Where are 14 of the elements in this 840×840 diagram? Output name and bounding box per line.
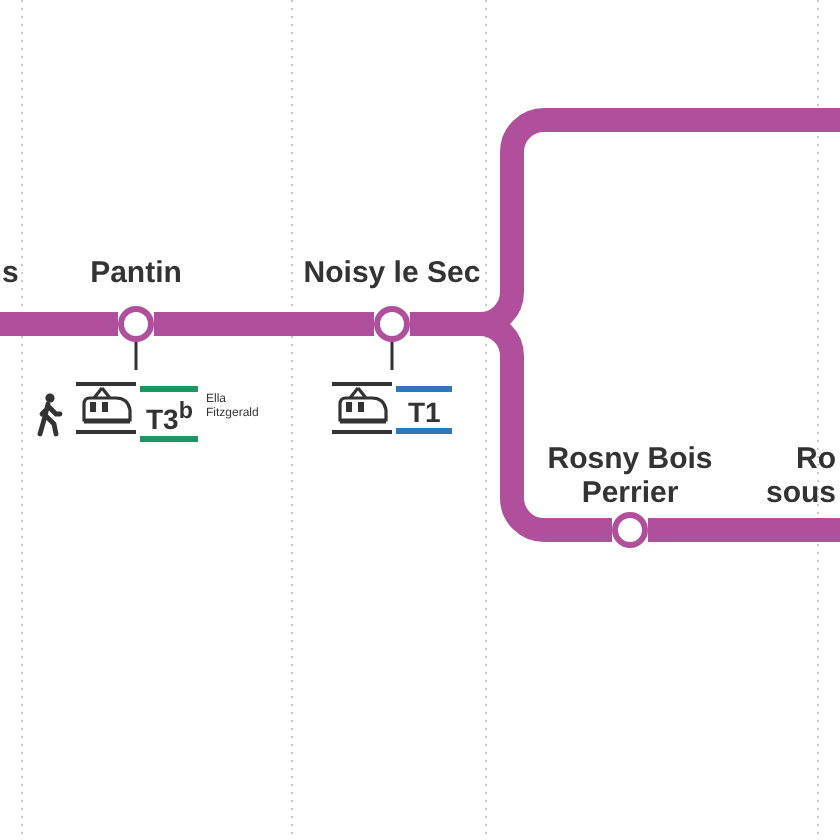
line-badge: T1	[396, 386, 453, 434]
rail-line	[154, 312, 374, 336]
rail-line	[648, 518, 840, 542]
rail-line	[0, 312, 118, 336]
station-marker	[612, 512, 648, 548]
station-name: s	[2, 256, 19, 290]
station-name: Ro	[796, 442, 836, 476]
station-name: Rosny Bois Perrier	[545, 442, 715, 510]
station-name: sous	[766, 476, 837, 510]
line-badge: T3$^{b}$	[140, 386, 199, 442]
station-marker	[118, 306, 154, 342]
station-name: Pantin	[88, 256, 184, 290]
station-marker	[374, 306, 410, 342]
station-name: Noisy le Sec	[301, 256, 483, 290]
